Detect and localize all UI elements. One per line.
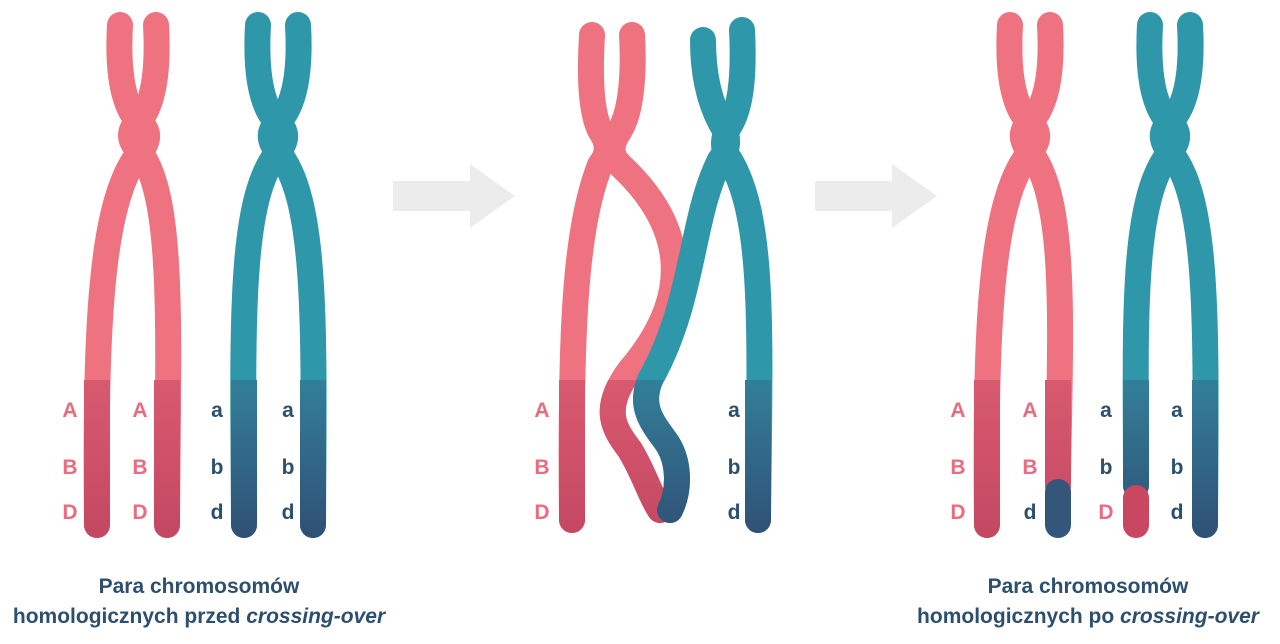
panel-after: A B D A B d a b D a b d (950, 12, 1219, 538)
allele-label: d (282, 501, 295, 524)
allele-label: a (282, 399, 294, 422)
allele-labels: A B D A B d a b D a b d (950, 399, 1183, 524)
allele-label: B (1022, 456, 1037, 479)
allele-label: D (132, 501, 147, 524)
allele-label: b (728, 456, 741, 479)
allele-label: a (1100, 399, 1112, 422)
allele-label: D (1098, 501, 1113, 524)
caption-line: homologicznych przed crossing-over (0, 602, 398, 632)
panel-before: A B D A B D a b d a b d (62, 12, 327, 538)
allele-label: B (132, 456, 147, 479)
allele-label: b (211, 456, 224, 479)
paternal-chromosome (230, 12, 327, 538)
allele-label: B (534, 456, 549, 479)
arrow-right-icon (815, 164, 937, 228)
allele-labels: A B D A B D a b d a b d (62, 399, 294, 524)
allele-label: A (534, 399, 549, 422)
panel-during: A B D a b d (534, 17, 773, 533)
allele-labels: A B D a b d (534, 399, 740, 524)
allele-label: b (1100, 456, 1113, 479)
allele-label: D (534, 501, 549, 524)
arrow-right-icon (393, 164, 515, 228)
caption-term: crossing-over (246, 605, 386, 628)
allele-label: b (282, 456, 295, 479)
caption-line: Para chromosomów (987, 575, 1189, 598)
paternal-chromosome (1122, 12, 1219, 538)
maternal-chromosome (83, 12, 182, 538)
caption-text: homologicznych przed (12, 605, 247, 628)
allele-label: B (950, 456, 965, 479)
allele-label: A (950, 399, 965, 422)
caption-line: homologicznych po crossing-over (896, 602, 1280, 632)
allele-label: D (950, 501, 965, 524)
allele-label: d (1171, 501, 1184, 524)
maternal-chromosome (973, 12, 1074, 538)
maternal-chromosome (558, 22, 687, 533)
allele-label: b (1171, 456, 1184, 479)
allele-label: d (211, 501, 224, 524)
allele-label: a (728, 399, 740, 422)
allele-label: d (728, 501, 741, 524)
allele-label: a (1171, 399, 1183, 422)
allele-label: d (1024, 501, 1037, 524)
caption-text: homologicznych po (917, 605, 1121, 628)
caption-line: Para chromosomów (98, 575, 300, 598)
caption-before: Para chromosomów homologicznych przed cr… (0, 572, 398, 632)
allele-label: D (62, 501, 77, 524)
allele-label: B (62, 456, 77, 479)
paternal-chromosome (633, 17, 773, 533)
caption-after: Para chromosomów homologicznych po cross… (896, 572, 1280, 632)
allele-label: A (1022, 399, 1037, 422)
allele-label: A (132, 399, 147, 422)
caption-term: crossing-over (1120, 605, 1259, 628)
allele-label: A (62, 399, 77, 422)
allele-label: a (211, 399, 223, 422)
